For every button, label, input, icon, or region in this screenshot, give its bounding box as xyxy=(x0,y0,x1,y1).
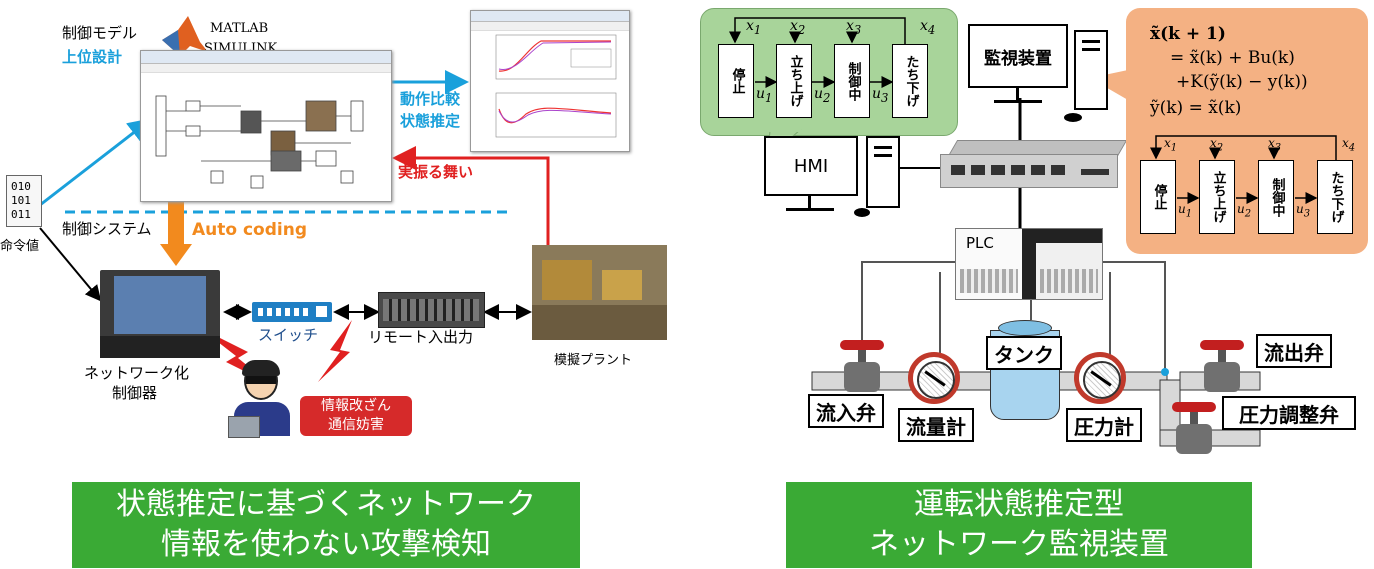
hmi-state-controlling: 制御中 xyxy=(834,44,870,118)
estimator-state-shutdown: たち下げ xyxy=(1317,160,1353,234)
remote-io-label: リモート入出力 xyxy=(368,328,474,346)
attack-label-2: 通信妨害 xyxy=(328,417,384,433)
hmi-state-startup: 立ち上げ xyxy=(776,44,812,118)
file-bits-3: 011 xyxy=(11,208,31,221)
controller-laptop-photo xyxy=(100,270,220,358)
est-x1-label: x1 xyxy=(1164,136,1178,154)
outflow-valve-label: 流出弁 xyxy=(1256,334,1332,368)
est-x3-label: x3 xyxy=(1268,136,1282,154)
simulink-model-window xyxy=(140,50,392,202)
monitor-device-mouse xyxy=(1064,113,1082,122)
inflow-valve-icon xyxy=(838,340,886,392)
command-value-label: 命令値 xyxy=(0,239,40,254)
monitor-device-base xyxy=(994,100,1042,103)
hmi-monitor-base xyxy=(786,208,834,211)
control-model-label: 制御モデル xyxy=(62,24,138,42)
matlab-text: MATLAB xyxy=(210,21,269,36)
pressure-valve-icon xyxy=(1170,402,1218,454)
hacker-icon xyxy=(228,360,290,438)
hmi-x3-label: x3 xyxy=(846,18,862,37)
pressure-meter-icon xyxy=(1074,352,1126,404)
flow-meter-label: 流量計 xyxy=(898,408,974,442)
mock-plant-label: 模擬プラント xyxy=(554,353,633,368)
right-network-switch xyxy=(940,140,1128,188)
estimator-state-startup: 立ち上げ xyxy=(1199,160,1235,234)
auto-coding-label: Auto coding xyxy=(192,220,308,240)
left-banner: 状態推定に基づくネットワーク 情報を使わない攻撃検知 xyxy=(72,482,580,568)
hmi-monitor-stand xyxy=(808,196,811,210)
hmi-x4-label: x4 xyxy=(920,18,936,37)
networked-controller-label-1: ネットワーク化 xyxy=(84,364,190,382)
inflow-valve-label: 流入弁 xyxy=(808,394,884,428)
attack-badge: 情報改ざん 通信妨害 xyxy=(300,396,412,436)
flow-meter-icon xyxy=(908,352,960,404)
pressure-meter-label: 圧力計 xyxy=(1066,408,1142,442)
scope-plot-window xyxy=(470,10,630,152)
left-banner-line-1: 状態推定に基づくネットワーク xyxy=(116,487,536,522)
networked-controller-label-2: 制御器 xyxy=(112,384,158,402)
estimator-state-controlling: 制御中 xyxy=(1258,160,1294,234)
outflow-valve-icon xyxy=(1198,340,1246,392)
plc-label: PLC xyxy=(966,234,994,252)
mock-plant-photo xyxy=(532,245,667,340)
hmi-mouse xyxy=(854,208,870,217)
switch-label: スイッチ xyxy=(258,326,319,344)
left-banner-line-2: 情報を使わない攻撃検知 xyxy=(161,527,491,562)
monitor-device-screen: 監視装置 xyxy=(968,24,1068,88)
right-banner: 運転状態推定型 ネットワーク監視装置 xyxy=(786,482,1252,568)
equation-line-2: = x̃(k) + Bu(k) xyxy=(1170,48,1295,68)
behavior-compare-label: 動作比較 xyxy=(400,90,461,108)
tank-top xyxy=(998,320,1052,336)
hmi-monitor: HMI xyxy=(764,136,858,196)
hmi-state-stop: 停止 xyxy=(718,44,754,118)
plc-unit xyxy=(955,228,1103,300)
command-file-icon: 010 101 011 xyxy=(6,175,42,227)
equation-line-4: ỹ(k) = x̃(k) xyxy=(1150,98,1242,118)
est-u2-label: u2 xyxy=(1237,202,1252,220)
monitor-device-stand xyxy=(1016,88,1019,102)
right-banner-line-1: 運転状態推定型 xyxy=(914,487,1124,522)
equation-line-3: +K(ỹ(k) − y(k)) xyxy=(1176,72,1308,92)
tank-label: タンク xyxy=(986,336,1062,370)
hmi-x1-label: x1 xyxy=(746,18,762,37)
est-x2-label: x2 xyxy=(1210,136,1224,154)
hmi-u3-label: u3 xyxy=(872,86,889,105)
equation-line-1: x̃(k + 1) xyxy=(1150,24,1226,44)
network-switch-icon xyxy=(252,302,332,322)
control-system-label: 制御システム xyxy=(62,220,152,238)
actual-behavior-label: 実振る舞い xyxy=(398,163,474,181)
hmi-state-shutdown: たち下げ xyxy=(892,44,928,118)
est-u3-label: u3 xyxy=(1296,202,1311,220)
right-banner-line-2: ネットワーク監視装置 xyxy=(869,527,1169,562)
attack-label-1: 情報改ざん xyxy=(321,398,391,414)
hmi-pc-tower xyxy=(866,136,900,208)
file-bits-1: 010 xyxy=(11,180,31,193)
estimator-state-stop: 停止 xyxy=(1140,160,1176,234)
upper-design-label: 上位設計 xyxy=(62,48,123,66)
est-x4-label: x4 xyxy=(1342,136,1356,154)
hmi-x2-label: x2 xyxy=(790,18,806,37)
file-bits-2: 101 xyxy=(11,194,31,207)
hmi-u2-label: u2 xyxy=(814,86,831,105)
matlab-membrane-icon xyxy=(162,16,208,56)
pressure-valve-label: 圧力調整弁 xyxy=(1222,396,1356,430)
state-estimation-label: 状態推定 xyxy=(400,112,461,130)
monitor-device-tower xyxy=(1074,30,1108,110)
remote-io-photo xyxy=(378,292,485,328)
est-u1-label: u1 xyxy=(1178,202,1193,220)
hmi-u1-label: u1 xyxy=(756,86,773,105)
